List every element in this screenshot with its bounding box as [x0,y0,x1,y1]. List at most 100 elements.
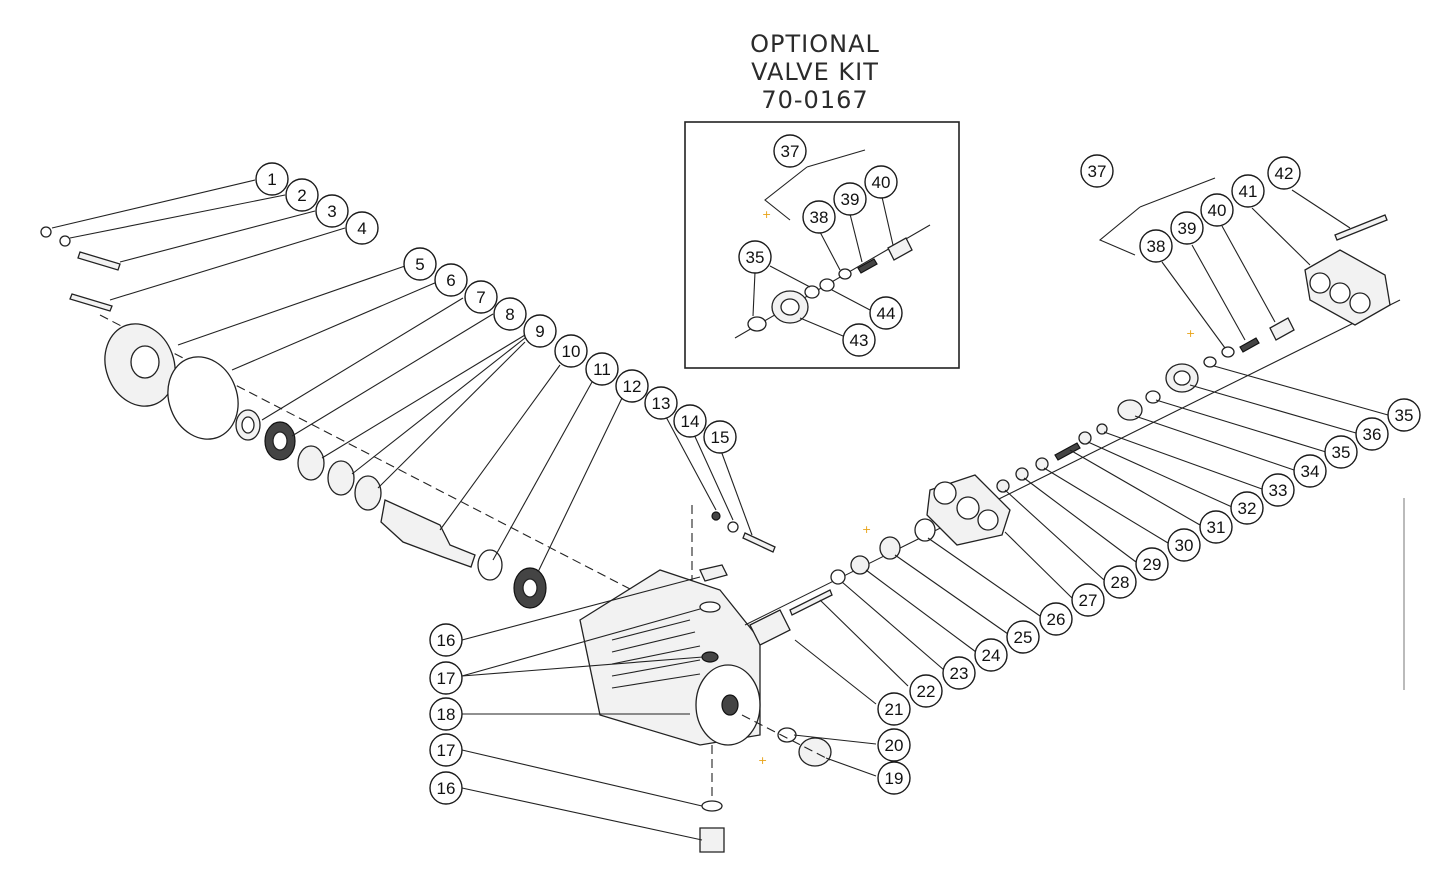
callout-15-circle [703,420,737,454]
part-32 [1078,431,1092,445]
leader-14 [691,429,734,521]
kit-spring-39 [857,258,878,274]
kit-callout-37: 37 [773,134,807,168]
callout-16-top: 16 [429,623,463,657]
callout-13: 13 [644,386,678,420]
callout-37-label: 37 [1088,162,1107,181]
callout-23: 23 [942,656,976,690]
callout-28-label: 28 [1111,573,1130,592]
part-28 [996,479,1010,493]
kit-callout-35: 35 [738,240,772,274]
leader-36 [1189,384,1357,434]
callout-33: 33 [1261,473,1295,507]
kit-box [684,121,960,369]
callout-26-label: 26 [1047,610,1066,629]
callout-20-circle [877,728,911,762]
callout-16-top-circle [429,623,463,657]
kit-title-line1: OPTIONAL [750,30,880,58]
callout-12-circle [615,369,649,403]
callout-21: 21 [877,692,911,726]
callout-32-label: 32 [1238,499,1257,518]
kit-leader-39 [849,213,863,263]
callout-26: 26 [1039,602,1073,636]
callout-17-top: 17 [429,661,463,695]
callout-16-bottom-label: 16 [437,779,456,798]
kit-callout-38-label: 38 [810,208,829,227]
kit-callout-43-circle [842,323,876,357]
kit-leader-38 [819,231,841,271]
fin-3 [611,645,701,665]
callout-9-label: 9 [535,322,544,341]
leader-1 [51,179,256,229]
callouts: 1 2 3 4 5 6 7 8 9 10 11 12 13 14 15 16 1… [255,134,1421,805]
callout-22-circle [909,674,943,708]
leader-33 [1103,431,1263,490]
kit-part-number: 70-0167 [761,86,868,114]
callout-5: 5 [403,247,437,281]
kit-callout-39-label: 39 [841,190,860,209]
callout-11-circle [585,352,619,386]
callout-3-circle [315,194,349,228]
callout-13-circle [644,386,678,420]
part-30 [1035,457,1049,471]
callout-19-label: 19 [885,769,904,788]
valve-seat-36-inner [1173,370,1191,386]
left-branch-parts [40,226,776,621]
callout-15-label: 15 [711,428,730,447]
callout-24: 24 [974,638,1008,672]
retainer-25 [879,536,901,560]
callout-32: 32 [1230,491,1264,525]
kit-callout-35-label: 35 [746,248,765,267]
callout-42-label: 42 [1275,164,1294,183]
callout-14: 14 [673,404,707,438]
leader-34 [1134,415,1295,471]
leader-25 [894,554,1009,635]
kit-o-ring-44 [804,285,820,299]
kit-leaders [752,149,894,337]
callout-37-circle [1080,154,1114,188]
callout-38-label: 38 [1147,237,1166,256]
leader-17a [461,608,701,677]
callout-10: 10 [554,334,588,368]
callout-3: 3 [315,194,349,228]
callout-15: 15 [703,420,737,454]
callout-40-label: 40 [1208,201,1227,220]
callout-31-circle [1199,510,1233,544]
washer-23 [830,569,846,585]
kit-valve-38 [838,268,852,280]
o-ring-17-bottom [701,800,723,812]
callout-22: 22 [909,674,943,708]
kit-parts [734,224,931,339]
leader-41 [1251,207,1311,266]
bolt-15 [742,532,776,553]
screw-4 [69,293,113,312]
front-axis [741,714,831,761]
callout-29: 29 [1135,547,1169,581]
callout-11-label: 11 [593,360,611,379]
callout-1-label: 1 [267,170,276,189]
callout-4-circle [345,211,379,245]
callout-17-bottom-circle [429,733,463,767]
callout-7-circle [464,280,498,314]
fin-5 [611,673,701,689]
callout-36: 36 [1355,417,1389,451]
leader-3 [119,210,316,263]
head-port-2 [1329,282,1351,304]
kit-title: OPTIONAL VALVE KIT 70-0167 [750,30,880,114]
kit-callout-43-label: 43 [850,331,869,350]
callout-9-circle [523,314,557,348]
callout-25: 25 [1006,620,1040,654]
callout-16-bottom: 16 [429,771,463,805]
callout-6-circle [434,263,468,297]
callout-35b: 35 [1387,398,1421,432]
callout-17-top-label: 17 [437,669,456,688]
callout-31: 31 [1199,510,1233,544]
callout-32-circle [1230,491,1264,525]
callout-41-label: 41 [1239,182,1258,201]
leader-4 [109,227,346,301]
callout-39: 39 [1170,211,1204,245]
leader-17b [461,749,703,807]
leader-17a-b [461,656,704,677]
manifold-port-2 [956,496,980,520]
